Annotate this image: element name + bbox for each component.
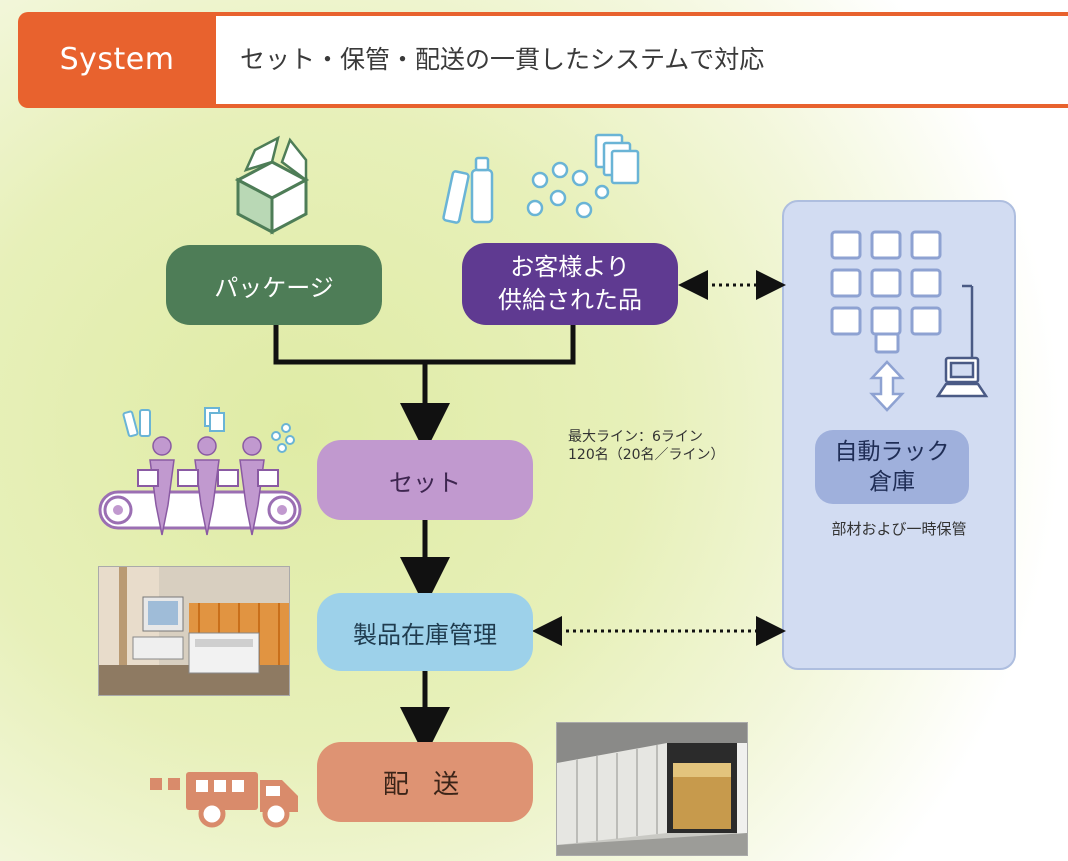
computer-icon: [935, 284, 989, 398]
office-photo-drawing: [99, 567, 289, 695]
supplies-icon: [442, 133, 640, 224]
package-node: パッケージ: [166, 245, 382, 325]
rack-shelves-icon: [830, 230, 942, 354]
rack-warehouse-note: 部材および一時保管: [831, 520, 967, 538]
header-title: セット・保管・配送の一貫したシステムで対応: [240, 45, 765, 74]
workers-conveyor-icon: [98, 407, 302, 536]
inventory-node: 製品在庫管理: [317, 593, 533, 671]
customer-supplied-node: お客様より 供給された品: [462, 243, 678, 325]
warehouse-photo: [556, 722, 748, 856]
office-photo: [98, 566, 290, 696]
up-down-arrow-icon: [869, 360, 905, 412]
box-icon: [234, 135, 310, 235]
rack-warehouse-node: 自動ラック 倉庫: [815, 430, 969, 504]
header-label: System: [59, 42, 175, 77]
truck-icon: [150, 772, 298, 828]
merge-connector: [273, 325, 576, 365]
delivery-node: 配 送: [317, 742, 533, 822]
header-title-area: [216, 16, 1068, 104]
line-capacity-note: 最大ライン：6ライン 120名（20名／ライン）: [568, 429, 725, 463]
set-node: セット: [317, 440, 533, 520]
warehouse-photo-drawing: [557, 723, 747, 855]
